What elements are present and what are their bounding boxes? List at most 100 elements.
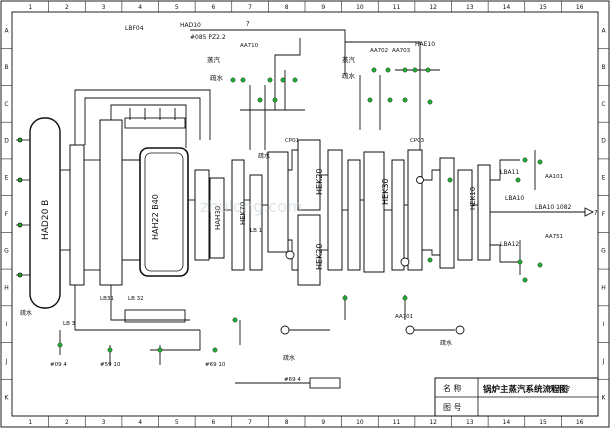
column-label-bottom: 15 (539, 419, 547, 426)
column-label-top: 2 (65, 4, 69, 11)
row-label-right: E (602, 174, 606, 181)
column-label-bottom: 16 (576, 419, 584, 426)
column-label-bottom: 4 (138, 419, 142, 426)
row-label-right: I (603, 321, 605, 328)
valve-markers (57, 67, 543, 353)
drain-3-label: 疏水 (440, 339, 452, 347)
row-label-right: K (602, 395, 607, 402)
column-label-bottom: 12 (429, 419, 437, 426)
row-label-left: I (6, 321, 8, 328)
lba10-label: LBA10 (505, 195, 524, 202)
drawing-title-tail: 汽 系 ? (548, 384, 570, 393)
aa703-label: AA703 (392, 48, 411, 54)
outlet-1-label: #69 4 (284, 377, 301, 383)
main-heater-label: HAH22 B40 (151, 194, 160, 240)
hek10-unit: HEK10 (439, 157, 491, 269)
row-label-right: H (601, 284, 606, 291)
outlet-4-label: #59 10 (100, 362, 121, 368)
column-label-top: 5 (175, 4, 179, 11)
cp03-label: CP03 (410, 138, 425, 144)
column-label-bottom: 2 (65, 419, 69, 426)
question-mark-1: ? (246, 20, 250, 28)
question-mark-2: ? (594, 209, 598, 217)
hek70-unit: HEK70 (231, 151, 289, 271)
column-label-top: 14 (503, 4, 511, 11)
drawing-title: 锅炉主蒸汽系统流程图 (482, 384, 568, 395)
outlet-3-label: #69 10 (205, 362, 226, 368)
superheater-1-label: HAH30 (214, 206, 222, 230)
drain-1-label: 疏水 (258, 152, 270, 160)
reheater-drum-label: HAD20 B (41, 200, 51, 240)
aa101-label: AA101 (545, 174, 563, 180)
column-label-bottom: 3 (102, 419, 106, 426)
lb31-label: LB31 (100, 296, 114, 302)
hek20-a-label: HEK20 (315, 169, 324, 196)
row-label-left: B (4, 64, 8, 71)
column-label-top: 3 (102, 4, 106, 11)
diagram-labels: HAD10 LBF04 #085 PZ2.2 AA710 AA702 AA703… (20, 20, 598, 383)
hek70-label: HEK70 (239, 202, 247, 225)
lba11-label: LBA11 (500, 169, 519, 176)
column-label-top: 1 (28, 4, 32, 11)
row-label-left: J (5, 358, 8, 365)
lb3-label: LB 3 (63, 321, 76, 327)
aa710-label: AA710 (240, 43, 259, 49)
aa751-label: AA751 (545, 234, 563, 240)
column-labels: 1122334455667788991010111112121313141415… (28, 1, 584, 427)
column-label-top: 6 (212, 4, 216, 11)
number-label: 图 号 (443, 403, 462, 412)
top-line-label: LBF04 (125, 25, 144, 32)
column-label-top: 10 (356, 4, 364, 11)
hek20-b-label: HEK20 (315, 244, 324, 271)
column-label-top: 9 (321, 4, 325, 11)
watermark: zhulong.com (200, 197, 302, 216)
title-block: 名 称 图 号 锅炉主蒸汽系统流程图 汽 系 ? (434, 377, 599, 417)
row-label-left: A (4, 27, 9, 34)
row-label-right: D (601, 138, 606, 145)
drain-2-label: 疏水 (283, 354, 295, 362)
column-label-bottom: 14 (503, 419, 511, 426)
water-1-label: 疏水 (210, 73, 224, 82)
row-label-left: C (4, 101, 8, 108)
drum-instruments (16, 137, 30, 278)
water-2-label: 疏水 (342, 71, 356, 80)
column-label-bottom: 8 (285, 419, 289, 426)
column-label-bottom: 10 (356, 419, 364, 426)
row-label-left: G (4, 248, 9, 255)
row-label-right: J (602, 358, 605, 365)
column-label-bottom: 11 (393, 419, 401, 426)
drain-4-label: 疏水 (20, 309, 32, 317)
column-label-bottom: 7 (248, 419, 252, 426)
lb1-label: LB 1 (250, 228, 262, 234)
row-label-right: B (601, 64, 605, 71)
row-label-right: G (601, 248, 606, 255)
column-label-bottom: 13 (466, 419, 474, 426)
aa701-label: AA701 (395, 314, 413, 320)
name-label: 名 称 (443, 383, 462, 393)
top-dn-label: #085 PZ2.2 (190, 34, 226, 41)
column-label-bottom: 6 (212, 419, 216, 426)
column-label-top: 13 (466, 4, 474, 11)
outlet-2-label: #09 4 (50, 362, 67, 368)
column-label-bottom: 9 (321, 419, 325, 426)
steam-2-label: 蒸汽 (342, 55, 356, 64)
hek20-unit: HEK20 HEK20 (297, 139, 361, 286)
row-label-left: E (5, 174, 9, 181)
column-label-top: 11 (393, 4, 401, 11)
row-label-left: F (5, 211, 9, 218)
heater-loops (60, 89, 211, 331)
main-out-label: LBA10 1082 (535, 204, 572, 211)
row-label-right: F (602, 211, 606, 218)
column-label-bottom: 5 (175, 419, 179, 426)
reheater-drum: HAD20 B (29, 117, 61, 309)
aa702-label: AA702 (370, 48, 388, 54)
column-label-top: 15 (539, 4, 547, 11)
column-label-top: 12 (429, 4, 437, 11)
column-label-top: 4 (138, 4, 142, 11)
hae10-label: HAE10 (415, 41, 435, 48)
column-label-bottom: 1 (28, 419, 32, 426)
lb32-label: LB 32 (128, 296, 144, 302)
